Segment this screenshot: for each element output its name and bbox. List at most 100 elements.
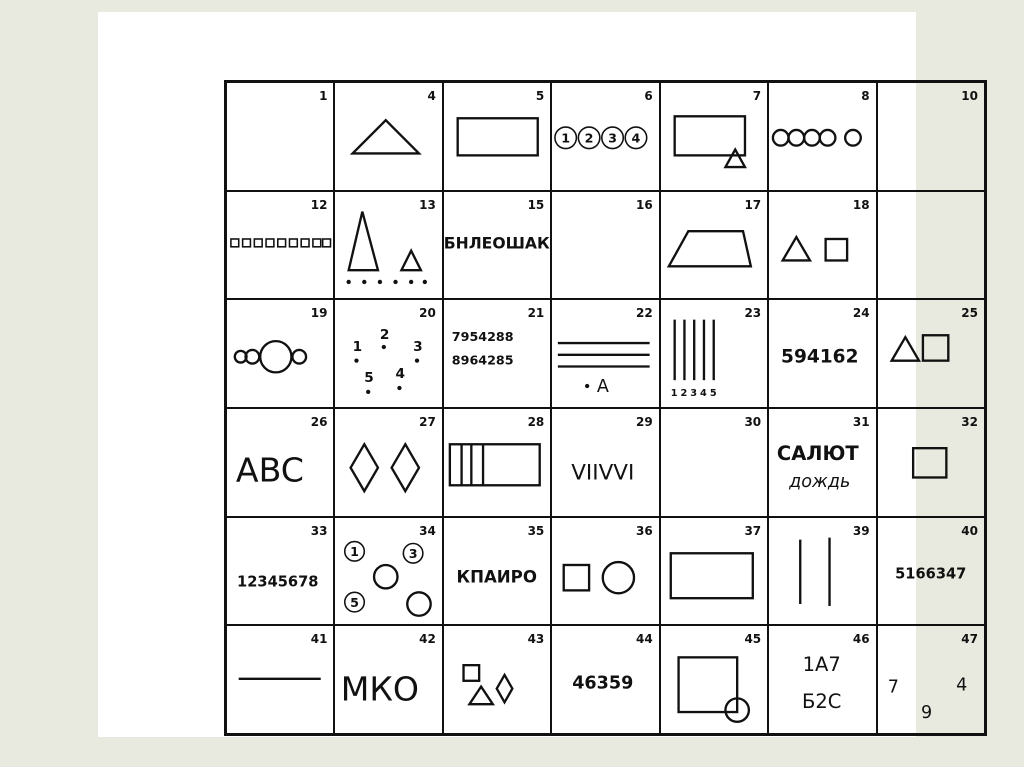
cell-number: 29 (636, 414, 653, 429)
cell-number: 31 (852, 414, 870, 429)
cell-8: 8 (768, 82, 877, 191)
digit-string: 5166347 (895, 565, 966, 582)
cell-15: 15 БНЛЕОШАК (442, 190, 552, 300)
cell-10: 10 (876, 82, 985, 191)
char-row-2: Б2С (802, 690, 841, 713)
cell-43: 43 (442, 625, 552, 734)
cell-number: 12 (310, 197, 328, 212)
circled-digit: 1 (351, 544, 360, 559)
cell-number: 23 (744, 306, 762, 321)
cell-41: 41 (226, 625, 335, 734)
cell-number: 7 (752, 89, 762, 103)
cell-number: 1 (319, 89, 328, 103)
cell-1: 1 (226, 82, 335, 191)
two-vertical-lines (799, 537, 831, 606)
circled-digit: 5 (351, 595, 360, 610)
rectangle-with-triangle (673, 115, 747, 169)
digit-row-2: 8964285 (452, 353, 514, 368)
test-grid: 1 4 5 6 1 2 3 4 7 8 10 12 (224, 80, 987, 736)
letter-string-text: КПАИРО (456, 567, 536, 586)
cell-26: 26 ABC (226, 407, 335, 517)
character-rows: 1А7 Б2С (802, 653, 841, 713)
circled-digit: 4 (632, 131, 641, 146)
slide-sheet: 1 4 5 6 1 2 3 4 7 8 10 12 (98, 12, 987, 737)
cell-number: 28 (527, 414, 545, 429)
cell-16: 16 (551, 190, 660, 300)
cell-number: 35 (527, 523, 545, 538)
cell-18: 18 (768, 190, 877, 300)
line-digit: 4 (700, 388, 707, 399)
three-lines-figure: A (558, 342, 650, 397)
cell-27: 27 (334, 407, 443, 517)
digit-string-text: 5166347 (895, 565, 966, 582)
cell-37: 37 (659, 516, 769, 626)
scattered-digit: 9 (921, 703, 932, 723)
rectangle-figure (669, 551, 754, 600)
scattered-digit: 4 (956, 676, 967, 696)
cell-36: 36 (551, 516, 660, 626)
numbered-circles-row: 1 2 3 4 (554, 126, 648, 150)
scattered-digit: 4 (396, 367, 406, 383)
scattered-circles: 1 3 5 (344, 540, 433, 617)
cell-20: 20 1 2 3 5 4 (334, 299, 443, 408)
cell-number: 33 (310, 523, 328, 538)
digit-string: 594162 (781, 347, 858, 368)
digit-string-text: 594162 (781, 347, 858, 368)
cell-number: 32 (961, 414, 978, 429)
cell-32: 32 (876, 407, 985, 517)
cell-number: 15 (527, 197, 545, 212)
square-figure (911, 446, 948, 479)
char-row-1: 1А7 (803, 653, 841, 676)
cell-17: 17 (659, 190, 769, 300)
cell-number: 19 (310, 306, 328, 321)
scattered-digits: 7 4 9 (887, 676, 967, 723)
cell-13: 13 (334, 190, 443, 300)
digit-rows: 7954288 8964285 (452, 329, 514, 368)
cell-number: 45 (744, 632, 762, 647)
cell-31: 31 САЛЮТ дождь (768, 407, 877, 517)
cell-7: 7 (659, 82, 769, 191)
cell-42: 42 МКО (334, 625, 443, 734)
cell-number: 18 (852, 197, 870, 212)
horizontal-line-figure (238, 677, 321, 681)
digit-string-text: 46359 (572, 674, 633, 694)
cell-number: 26 (310, 414, 328, 429)
word-figure: САЛЮТ дождь (777, 442, 860, 492)
scattered-digit: 3 (414, 339, 424, 355)
triangle-and-square (889, 334, 950, 363)
triangle-and-square (780, 234, 849, 262)
letters-text: ABC (236, 450, 304, 489)
line-digit: 3 (690, 388, 697, 399)
two-diamonds-figure (349, 441, 421, 494)
cell-19: 19 (226, 299, 335, 408)
cell-number: 34 (419, 523, 436, 538)
scattered-digit: 2 (380, 327, 390, 343)
chained-circles (233, 340, 308, 374)
cell-number: 6 (644, 89, 653, 103)
trapezoid-figure (666, 229, 753, 268)
circled-digit: 3 (409, 546, 418, 561)
cell-46: 46 1А7 Б2С (768, 625, 877, 734)
cell-4: 4 (334, 82, 443, 191)
digit-string: 46359 (572, 674, 633, 694)
cell-12: 12 (226, 190, 335, 300)
cell-number: 24 (852, 306, 870, 321)
cell-number: 22 (636, 306, 653, 321)
small-squares-row (230, 237, 332, 248)
letter-string: БНЛЕОШАК (444, 234, 550, 252)
cell-number: 37 (744, 523, 762, 538)
letter-string-text: БНЛЕОШАК (444, 234, 550, 252)
cell-empty (876, 190, 985, 300)
cell-44: 44 46359 (551, 625, 660, 734)
scattered-digit: 7 (887, 678, 898, 698)
striped-rectangle (448, 443, 541, 487)
roman-numerals: VIIVVI (572, 460, 635, 485)
letter-string: КПАИРО (456, 567, 536, 586)
scattered-digit: 1 (353, 339, 363, 355)
cell-number: 39 (852, 523, 870, 538)
cell-number: 10 (961, 89, 978, 103)
line-digit: 2 (680, 388, 687, 399)
cell-33: 33 12345678 (226, 516, 335, 626)
cell-number: 21 (527, 306, 545, 321)
line-label: A (597, 377, 609, 397)
